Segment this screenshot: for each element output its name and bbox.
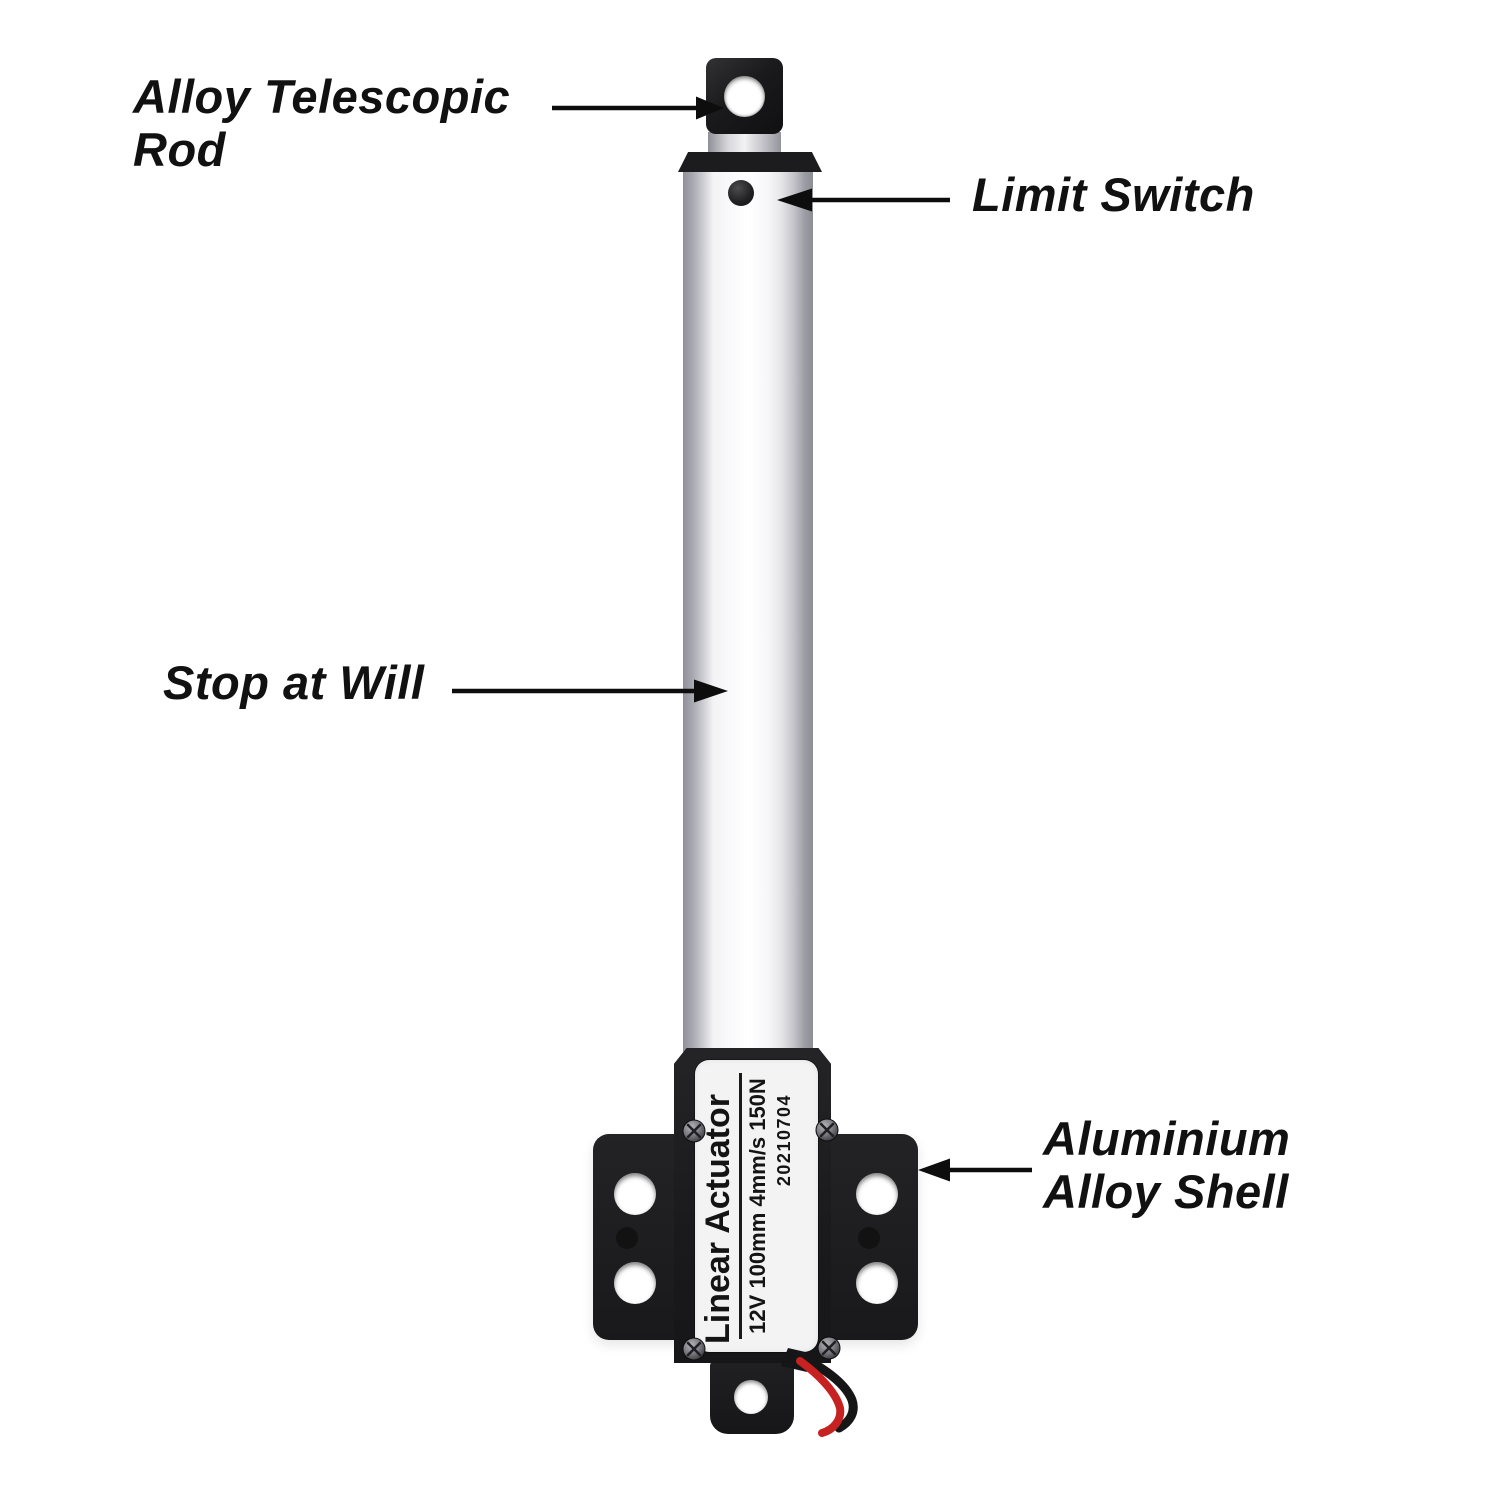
bracket-recess-left [616,1227,638,1249]
wire-red [796,1357,845,1437]
product-label-divider [739,1073,742,1339]
wire-black [793,1350,858,1433]
product-label-date: 20210704 [774,1094,794,1187]
annotation-line: Alloy Shell [1043,1165,1289,1218]
product-label-title: Linear Actuator [699,1093,737,1344]
annotation-alloy-telescopic-rod: Alloy Telescopic Rod [133,70,510,176]
annotation-limit-switch: Limit Switch [972,168,1255,221]
arrow-to-telescopic-rod [552,96,724,120]
rod-silver-collar [708,132,781,154]
body-top-cap [678,152,822,172]
clevis-mounting-hole [724,76,765,117]
product-label: Linear Actuator 12V 100mm 4mm/s 150N 202… [695,1060,818,1352]
bracket-hole-bottom-right [856,1262,898,1304]
annotation-line: Limit Switch [972,168,1255,221]
limit-switch-dot [728,180,754,206]
annotation-aluminium-alloy-shell: Aluminium Alloy Shell [1043,1112,1290,1218]
bracket-hole-top-left [614,1173,656,1215]
product-label-specs: 12V 100mm 4mm/s 150N [745,1078,770,1334]
product-label-text: Linear Actuator 12V 100mm 4mm/s 150N 202… [695,1060,818,1352]
bracket-hole-top-right [856,1173,898,1215]
annotation-line: Aluminium [1043,1112,1291,1165]
annotation-stop-at-will: Stop at Will [163,656,424,709]
actuator-body-tube [683,170,813,1052]
arrow-to-alloy-shell [918,1158,1032,1182]
bracket-hole-bottom-left [614,1262,656,1304]
annotation-line: Alloy Telescopic [133,70,511,123]
annotation-line: Stop at Will [163,656,425,709]
bracket-recess-right [858,1227,880,1249]
bottom-tab-hole [734,1380,768,1414]
annotation-line: Rod [133,123,226,176]
